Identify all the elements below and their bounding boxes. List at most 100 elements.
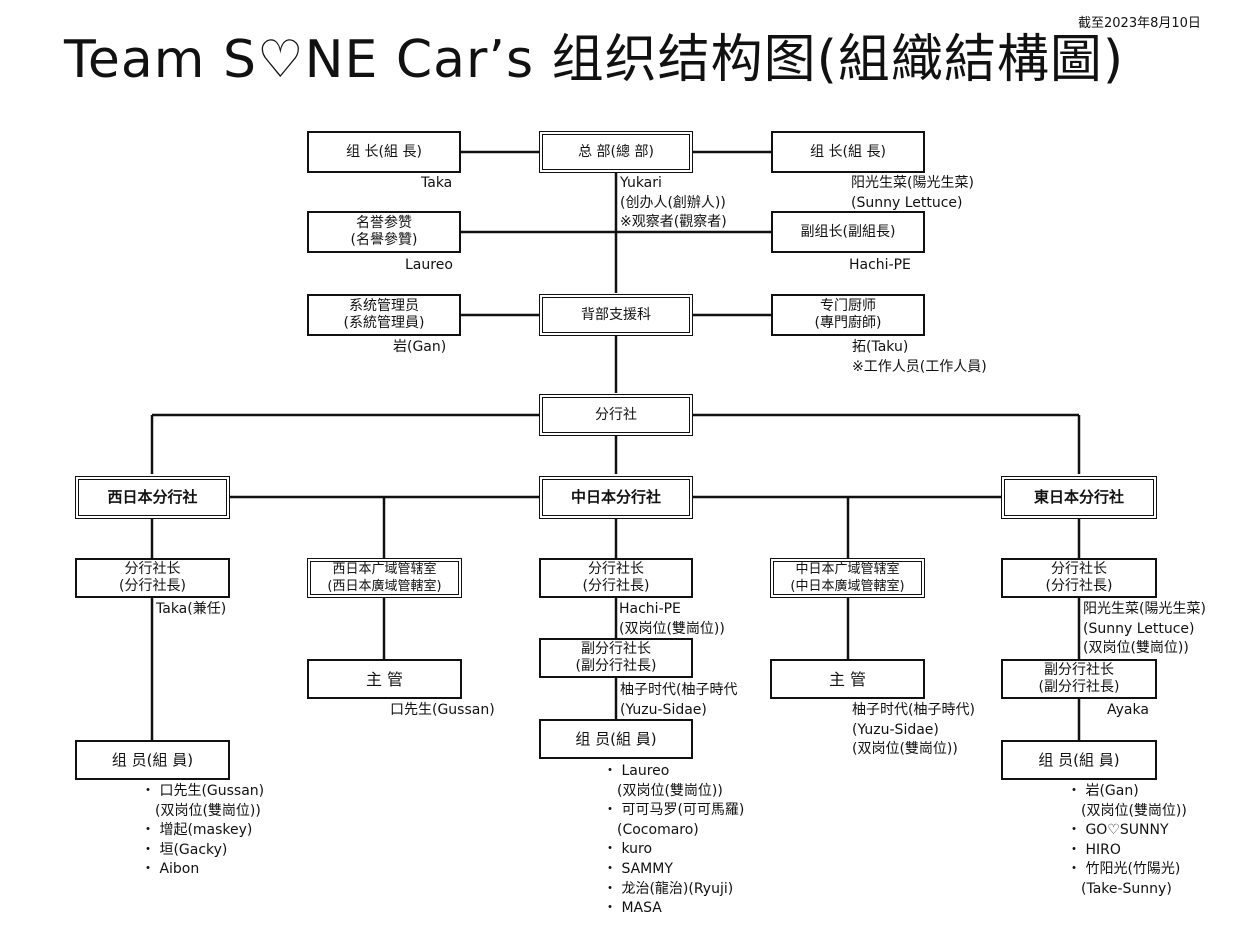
text-line: ・ HIRO xyxy=(1067,841,1121,858)
text-line: (專門廚師) xyxy=(814,315,882,331)
text-line: ・ 可可马罗(可可馬羅) xyxy=(603,802,745,819)
text-line: ・ 龙治(龍治)(Ryuji) xyxy=(603,880,734,897)
text-line: (西日本廣域管轄室) xyxy=(327,579,442,594)
text-line: 岩(Gan) xyxy=(393,339,447,355)
label-center-head-name: Hachi-PE (双岗位(雙崗位)) xyxy=(619,600,725,639)
text-line: ・ 岩(Gan) xyxy=(1067,783,1139,799)
text-line: (系統管理員) xyxy=(343,315,425,331)
box-chef: 专门厨师(專門廚師) xyxy=(771,294,925,336)
text-line: 西日本广域管辖室 xyxy=(332,562,437,577)
text-line: (中日本廣域管轄室) xyxy=(790,579,905,594)
text-line: 组 员(組 員) xyxy=(1038,750,1120,769)
text-line: ・ GO♡SUNNY xyxy=(1067,822,1169,839)
list-west-members: ・ 口先生(Gussan) (双岗位(雙崗位))・ 增起(maskey)・ 垣(… xyxy=(141,782,264,880)
text-line: 组 长(組 長) xyxy=(346,143,422,160)
text-line: 分行社 xyxy=(595,406,637,423)
label-laureo: Laureo xyxy=(405,256,453,276)
box-group-leader-right: 组 长(組 長) xyxy=(771,131,925,173)
text-line: ・ 增起(maskey) xyxy=(141,822,253,839)
text-line: Hachi-PE xyxy=(619,601,681,617)
page-title: Team S♡NE Car’s 组织结构图(組織結構圖) xyxy=(64,30,1125,90)
text-line: 总 部(總 部) xyxy=(578,143,654,160)
box-center-branch: 中日本分行社 xyxy=(539,476,693,519)
box-branches: 分行社 xyxy=(539,394,693,436)
text-line: 背部支援科 xyxy=(581,306,651,323)
label-hachi-pe: Hachi-PE xyxy=(849,256,911,276)
box-west-members: 组 员(組 員) xyxy=(75,740,230,780)
text-line: ・ 口先生(Gussan) xyxy=(141,783,265,799)
text-line: 分行社长 xyxy=(588,561,644,577)
text-line: 中日本广域管辖室 xyxy=(795,562,900,577)
text-line: 名誉参赞 xyxy=(356,215,412,231)
text-line: Hachi-PE xyxy=(849,257,911,273)
label-west-head-name: Taka(兼任) xyxy=(156,600,226,620)
text-line: (副分行社長) xyxy=(1038,679,1120,695)
text-line: ・ kuro xyxy=(603,841,653,858)
box-west-branch: 西日本分行社 xyxy=(75,476,230,519)
box-east-branch-head: 分行社长(分行社長) xyxy=(1001,558,1157,598)
text-line: 组 长(組 長) xyxy=(810,143,886,160)
box-system-admin: 系统管理员(系統管理員) xyxy=(307,294,461,336)
text-line: 中日本分行社 xyxy=(570,488,661,506)
text-line: 拓(Taku) xyxy=(852,339,909,355)
label-center-manager-name: 柚子时代(柚子時代) (Yuzu-Sidae) (双岗位(雙崗位)) xyxy=(852,701,975,760)
text-line: ※工作人员(工作人員) xyxy=(852,358,987,375)
text-line: Yukari xyxy=(620,175,662,191)
label-gussan: 口先生(Gussan) xyxy=(390,701,495,721)
text-line: (分行社長) xyxy=(582,578,650,594)
text-line: Taka xyxy=(421,175,453,191)
text-line: 副组长(副組長) xyxy=(800,223,896,240)
text-line: ・ 垣(Gacky) xyxy=(141,841,228,858)
box-center-manager: 主 管 xyxy=(770,659,925,699)
text-line: (Cocomaro) xyxy=(603,821,699,838)
box-headquarters: 总 部(總 部) xyxy=(539,131,693,173)
text-line: 柚子时代(柚子時代) xyxy=(852,702,975,718)
text-line: (双岗位(雙崗位)) xyxy=(852,741,958,758)
text-line: 口先生(Gussan) xyxy=(390,702,495,718)
text-line: 西日本分行社 xyxy=(107,488,198,506)
text-line: ・ Aibon xyxy=(141,861,200,878)
text-line: (副分行社長) xyxy=(575,658,657,674)
box-honorary-counselor: 名誉参赞(名譽參贊) xyxy=(307,211,461,253)
label-taka: Taka xyxy=(421,174,452,194)
text-line: ※观察者(觀察者) xyxy=(620,214,727,231)
box-east-vice-head: 副分行社长(副分行社長) xyxy=(1001,659,1157,699)
text-line: (双岗位(雙崗位)) xyxy=(619,620,725,637)
text-line: (Yuzu-Sidae) xyxy=(620,701,707,718)
text-line: (双岗位(雙崗位)) xyxy=(1067,802,1187,819)
text-line: (名譽參贊) xyxy=(350,232,418,248)
text-line: (分行社長) xyxy=(119,578,186,594)
box-center-vice-head: 副分行社长(副分行社長) xyxy=(539,638,693,678)
box-center-regional-office: 中日本广域管辖室 (中日本廣域管轄室) xyxy=(770,558,925,598)
text-line: Ayaka xyxy=(1107,702,1149,718)
text-line: (双岗位(雙崗位)) xyxy=(1083,640,1189,657)
text-line: 副分行社长 xyxy=(581,641,651,657)
label-sunny-lettuce: 阳光生菜(陽光生菜)(Sunny Lettuce) xyxy=(851,174,974,213)
text-line: 系统管理员 xyxy=(349,298,419,314)
text-line: (Sunny Lettuce) xyxy=(851,194,963,211)
box-center-branch-head: 分行社长(分行社長) xyxy=(539,558,693,598)
list-center-members: ・ Laureo (双岗位(雙崗位)) ・ 可可马罗(可可馬羅) (Cocomar… xyxy=(603,762,744,919)
text-line: 柚子时代(柚子時代 xyxy=(620,682,738,698)
text-line: (Sunny Lettuce) xyxy=(1083,620,1195,637)
text-line: 主 管 xyxy=(365,669,404,689)
box-group-leader-left: 组 长(組 長) xyxy=(307,131,461,173)
text-line: 阳光生菜(陽光生菜) xyxy=(1083,601,1206,617)
text-line: ・ SAMMY xyxy=(603,860,673,877)
label-yukari: Yukari(创办人(創辦人))※观察者(觀察者) xyxy=(620,174,727,233)
text-line: 组 员(組 員) xyxy=(575,729,657,748)
text-line: 副分行社长 xyxy=(1044,662,1114,678)
text-line: 東日本分行社 xyxy=(1033,488,1124,506)
list-east-members: ・ 岩(Gan) (双岗位(雙崗位))・ GO♡SUNNY・ HIRO・ 竹阳光… xyxy=(1067,782,1187,900)
text-line: (Yuzu-Sidae) xyxy=(852,721,939,738)
text-line: ・ Laureo xyxy=(603,763,670,779)
label-east-head-name: 阳光生菜(陽光生菜) (Sunny Lettuce) (双岗位(雙崗位)) xyxy=(1083,600,1206,659)
box-west-manager: 主 管 xyxy=(307,659,462,699)
text-line: (双岗位(雙崗位)) xyxy=(603,782,723,799)
text-line: 分行社长 xyxy=(1051,561,1107,577)
box-east-members: 组 员(組 員) xyxy=(1001,740,1157,780)
text-line: ・ MASA xyxy=(603,900,662,917)
box-west-regional-office: 西日本广域管辖室 (西日本廣域管轄室) xyxy=(307,558,462,598)
box-east-branch: 東日本分行社 xyxy=(1001,476,1157,519)
label-gan: 岩(Gan) xyxy=(393,338,446,358)
